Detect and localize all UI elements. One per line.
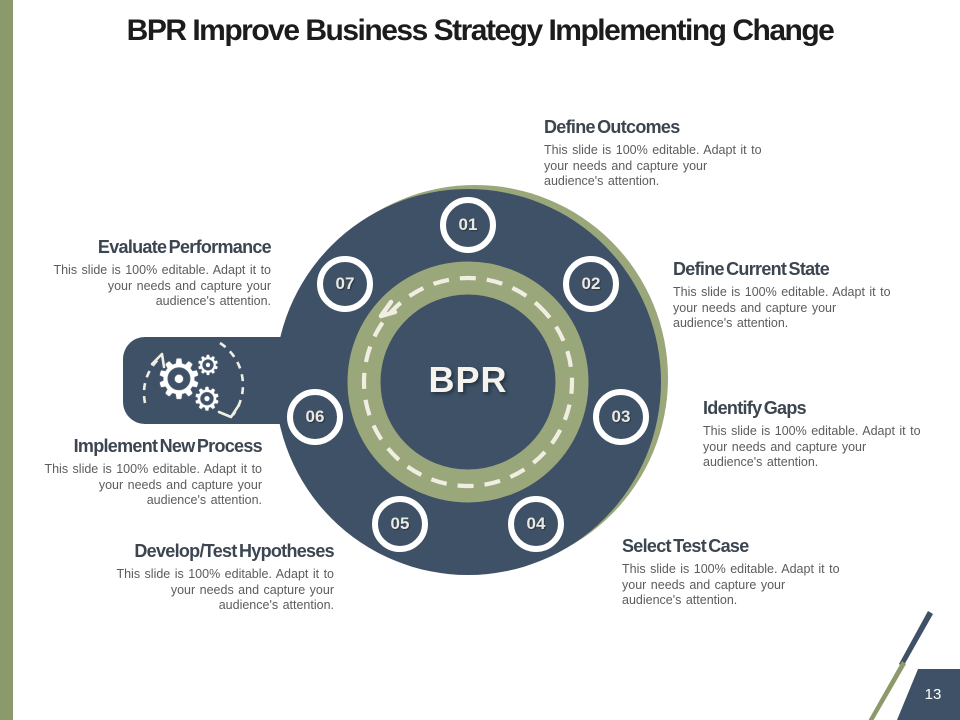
step-number: 04 bbox=[526, 514, 546, 533]
step-description: This slide is 100% editable. Adapt it to… bbox=[53, 263, 271, 308]
step-block-select-test-case: Select Test Case This slide is 100% edit… bbox=[622, 536, 840, 609]
step-badge-05: 05 bbox=[372, 496, 428, 552]
gear-arc-right-icon bbox=[219, 341, 245, 416]
corner-streak-slate-icon bbox=[899, 611, 933, 667]
step-number: 02 bbox=[581, 274, 601, 293]
step-badge-01: 01 bbox=[440, 197, 496, 253]
step-heading: Develop/Test Hypotheses bbox=[134, 541, 334, 561]
step-heading: Evaluate Performance bbox=[97, 237, 272, 257]
step-number: 06 bbox=[305, 407, 325, 426]
step-badge-02: 02 bbox=[563, 256, 619, 312]
step-description: This slide is 100% editable. Adapt it to… bbox=[116, 567, 334, 612]
step-heading: Define Outcomes bbox=[544, 117, 680, 137]
step-block-implement-new-process: Implement New Process This slide is 100%… bbox=[44, 436, 262, 509]
step-heading: Implement New Process bbox=[73, 436, 263, 456]
step-description: This slide is 100% editable. Adapt it to… bbox=[703, 424, 921, 469]
step-number: 05 bbox=[390, 514, 410, 533]
step-heading: Define Current State bbox=[673, 259, 830, 279]
corner-streak-olive-icon bbox=[868, 661, 906, 720]
step-block-identify-gaps: Identify Gaps This slide is 100% editabl… bbox=[703, 398, 921, 471]
left-accent-bar bbox=[0, 0, 13, 720]
step-description: This slide is 100% editable. Adapt it to… bbox=[622, 562, 840, 607]
gear-arc-left-arrowhead-icon bbox=[150, 352, 166, 369]
gear-arc-right-arrowhead-icon bbox=[217, 403, 241, 419]
step-block-define-current-state: Define Current State This slide is 100% … bbox=[673, 259, 891, 332]
step-badge-03: 03 bbox=[593, 389, 649, 445]
step-block-develop-test-hypotheses: Develop/Test Hypotheses This slide is 10… bbox=[116, 541, 334, 614]
step-heading: Identify Gaps bbox=[703, 398, 807, 418]
step-block-evaluate-performance: Evaluate Performance This slide is 100% … bbox=[53, 237, 271, 310]
step-number: 01 bbox=[458, 215, 478, 234]
step-description: This slide is 100% editable. Adapt it to… bbox=[673, 285, 891, 330]
step-description: This slide is 100% editable. Adapt it to… bbox=[544, 143, 762, 188]
step-block-define-outcomes: Define Outcomes This slide is 100% edita… bbox=[544, 117, 762, 190]
cycle-arrowhead-icon bbox=[378, 299, 398, 319]
gear-arc-left-icon bbox=[142, 355, 162, 404]
gear-icon: ⚙ bbox=[192, 380, 222, 418]
step-number: 07 bbox=[335, 274, 355, 293]
step-heading: Select Test Case bbox=[622, 536, 749, 556]
slide-title: BPR Improve Business Strategy Implementi… bbox=[126, 14, 835, 47]
page-number: 13 bbox=[924, 686, 942, 703]
step-badge-06: 06 bbox=[287, 389, 343, 445]
gear-icon: ⚙ bbox=[154, 348, 204, 411]
gear-tab-shape bbox=[123, 337, 308, 424]
step-number: 03 bbox=[611, 407, 631, 426]
center-circle-label: BPR bbox=[428, 359, 508, 400]
gear-icon: ⚙ bbox=[195, 350, 221, 382]
step-badge-07: 07 bbox=[317, 256, 373, 312]
step-badge-04: 04 bbox=[508, 496, 564, 552]
step-description: This slide is 100% editable. Adapt it to… bbox=[44, 462, 262, 507]
